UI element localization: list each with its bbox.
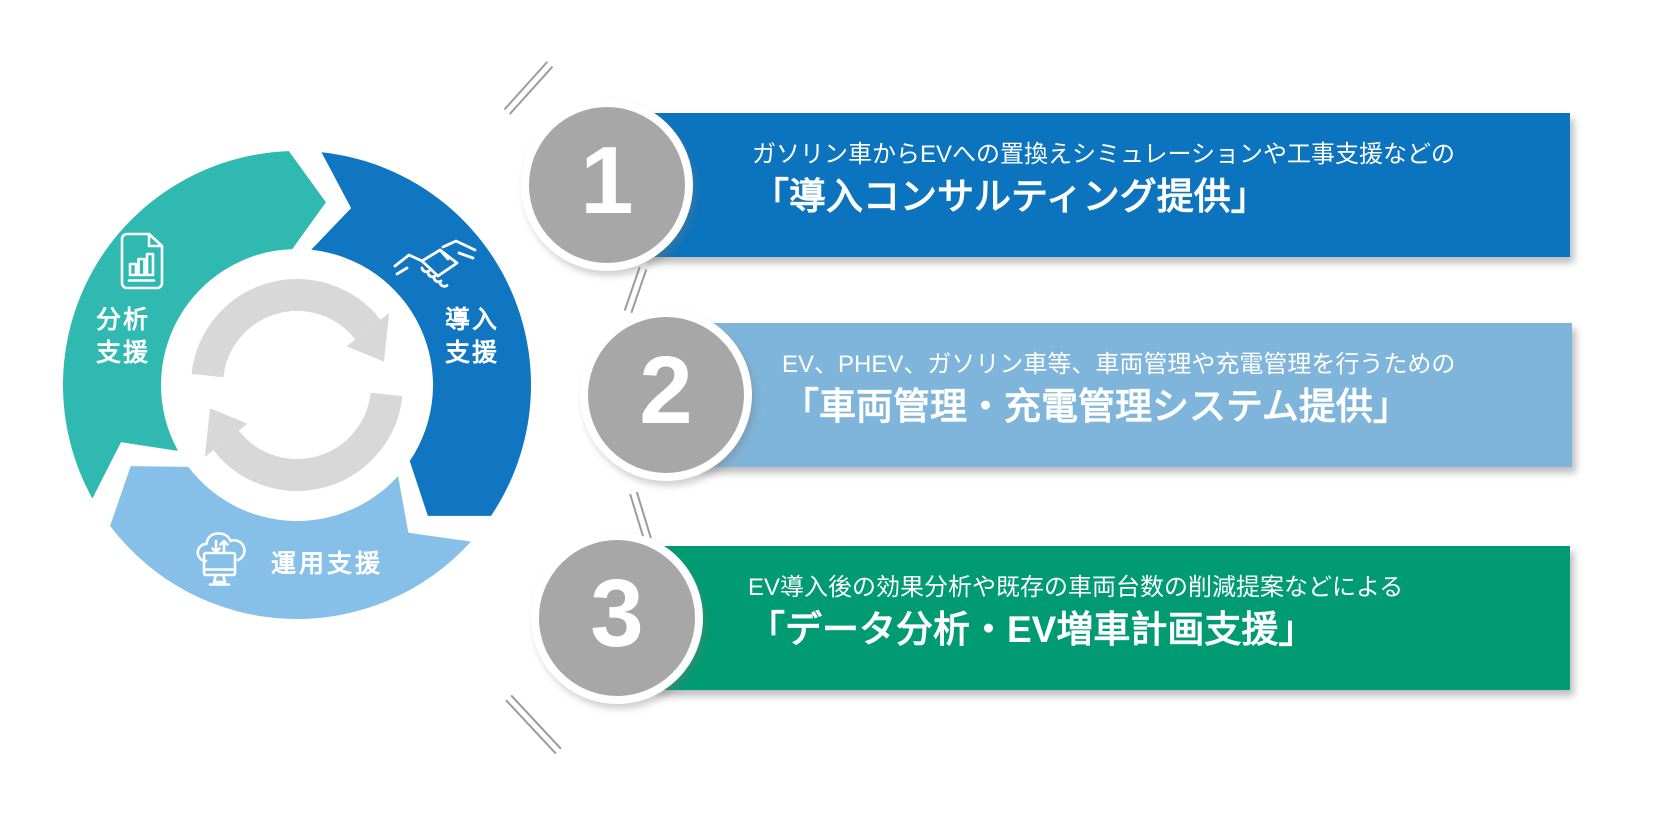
service-cycle-diagram: 分析 支援 導入 支援	[60, 148, 534, 622]
step2-title: 「車両管理・充電管理システム提供」	[782, 386, 1410, 427]
segment-label-introduction: 導入 支援	[444, 306, 499, 367]
step2-description: EV、PHEV、ガソリン車等、車両管理や充電管理を行うための	[782, 351, 1456, 378]
step2-number-circle: 2	[580, 309, 752, 481]
cycle-segments-graphic	[62, 151, 531, 619]
step3-description: EV導入後の効果分析や既存の車両台数の削減提案などによる	[748, 574, 1404, 601]
step1-number-circle: 1	[521, 99, 693, 271]
step2-number: 2	[639, 337, 693, 444]
segment-label-operation: 運用支援	[270, 550, 383, 578]
step2-banner: EV、PHEV、ガソリン車等、車両管理や充電管理を行うための 「車両管理・充電管…	[695, 323, 1572, 467]
document-chart-icon	[120, 232, 164, 290]
step3-number-circle: 3	[531, 532, 703, 704]
segment-label-analysis: 分析 支援	[95, 306, 150, 367]
arc-tick-mark	[623, 266, 648, 314]
step1-banner: ガソリン車からEVへの置換えシミュレーションや工事支援などの 「導入コンサルティ…	[640, 113, 1570, 257]
step1-title: 「導入コンサルティング提供」	[752, 176, 1268, 217]
cloud-sync-monitor-icon	[196, 532, 246, 586]
arc-tick-mark	[505, 694, 562, 755]
step1-number: 1	[580, 127, 634, 234]
step3-banner: EV導入後の効果分析や既存の車両台数の削減提案などによる 「データ分析・EV増車…	[652, 546, 1570, 690]
arc-tick-mark	[503, 61, 554, 115]
handshake-icon	[393, 239, 477, 288]
step3-number: 3	[590, 560, 644, 667]
step1-description: ガソリン車からEVへの置換えシミュレーションや工事支援などの	[752, 141, 1456, 168]
step3-title: 「データ分析・EV増車計画支援」	[748, 609, 1316, 650]
